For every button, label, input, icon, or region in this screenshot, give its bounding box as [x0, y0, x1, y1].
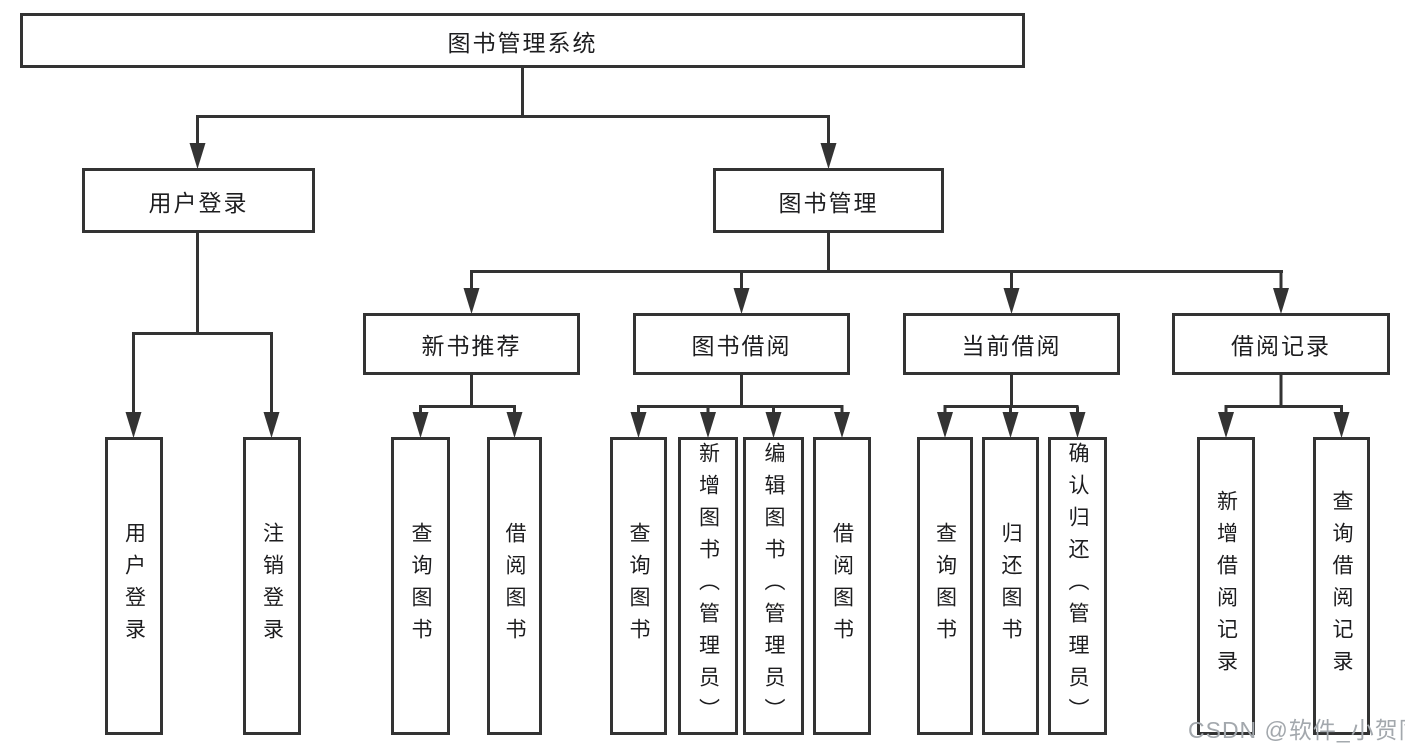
leaf-query-books-current: 查询图书: [917, 437, 973, 735]
connector-records-to-leaves: [1224, 375, 1343, 415]
node-current-borrowing: 当前借阅: [903, 313, 1120, 375]
leaf-return-book: 归还图书: [982, 437, 1039, 735]
connector-root-to-level2: [196, 68, 830, 145]
arrowheads: [125, 143, 1350, 438]
leaf-logout: 注销登录: [243, 437, 301, 735]
connector-bookmgmt-to-level3: [470, 233, 1283, 290]
leaf-user-login: 用户登录: [105, 437, 163, 735]
node-book-borrowing: 图书借阅: [633, 313, 850, 375]
leaf-query-books-recommend: 查询图书: [391, 437, 450, 735]
leaf-borrow-books-recommend: 借阅图书: [487, 437, 542, 735]
leaf-edit-book-admin: 编辑图书（管理员）: [743, 437, 804, 735]
node-borrowing-records: 借阅记录: [1172, 313, 1390, 375]
connector-userlogin-to-leaves: [132, 233, 273, 414]
node-book-management: 图书管理: [713, 168, 944, 233]
leaf-borrow-books-borrowing: 借阅图书: [813, 437, 871, 735]
connector-current-to-leaves: [943, 375, 1079, 415]
node-user-login: 用户登录: [82, 168, 315, 233]
leaf-add-borrow-record: 新增借阅记录: [1197, 437, 1255, 735]
leaf-query-books-borrowing: 查询图书: [610, 437, 667, 735]
watermark: CSDN @软件_小贺同学: [1188, 717, 1405, 743]
node-new-book-recommendation: 新书推荐: [363, 313, 580, 375]
leaf-query-borrow-record: 查询借阅记录: [1313, 437, 1370, 735]
leaf-confirm-return-admin: 确认归还（管理员）: [1048, 437, 1107, 735]
connector-newbook-to-leaves: [419, 375, 516, 415]
leaf-add-book-admin: 新增图书（管理员）: [678, 437, 738, 735]
node-root: 图书管理系统: [20, 13, 1025, 68]
connector-borrowing-to-leaves: [637, 375, 844, 415]
